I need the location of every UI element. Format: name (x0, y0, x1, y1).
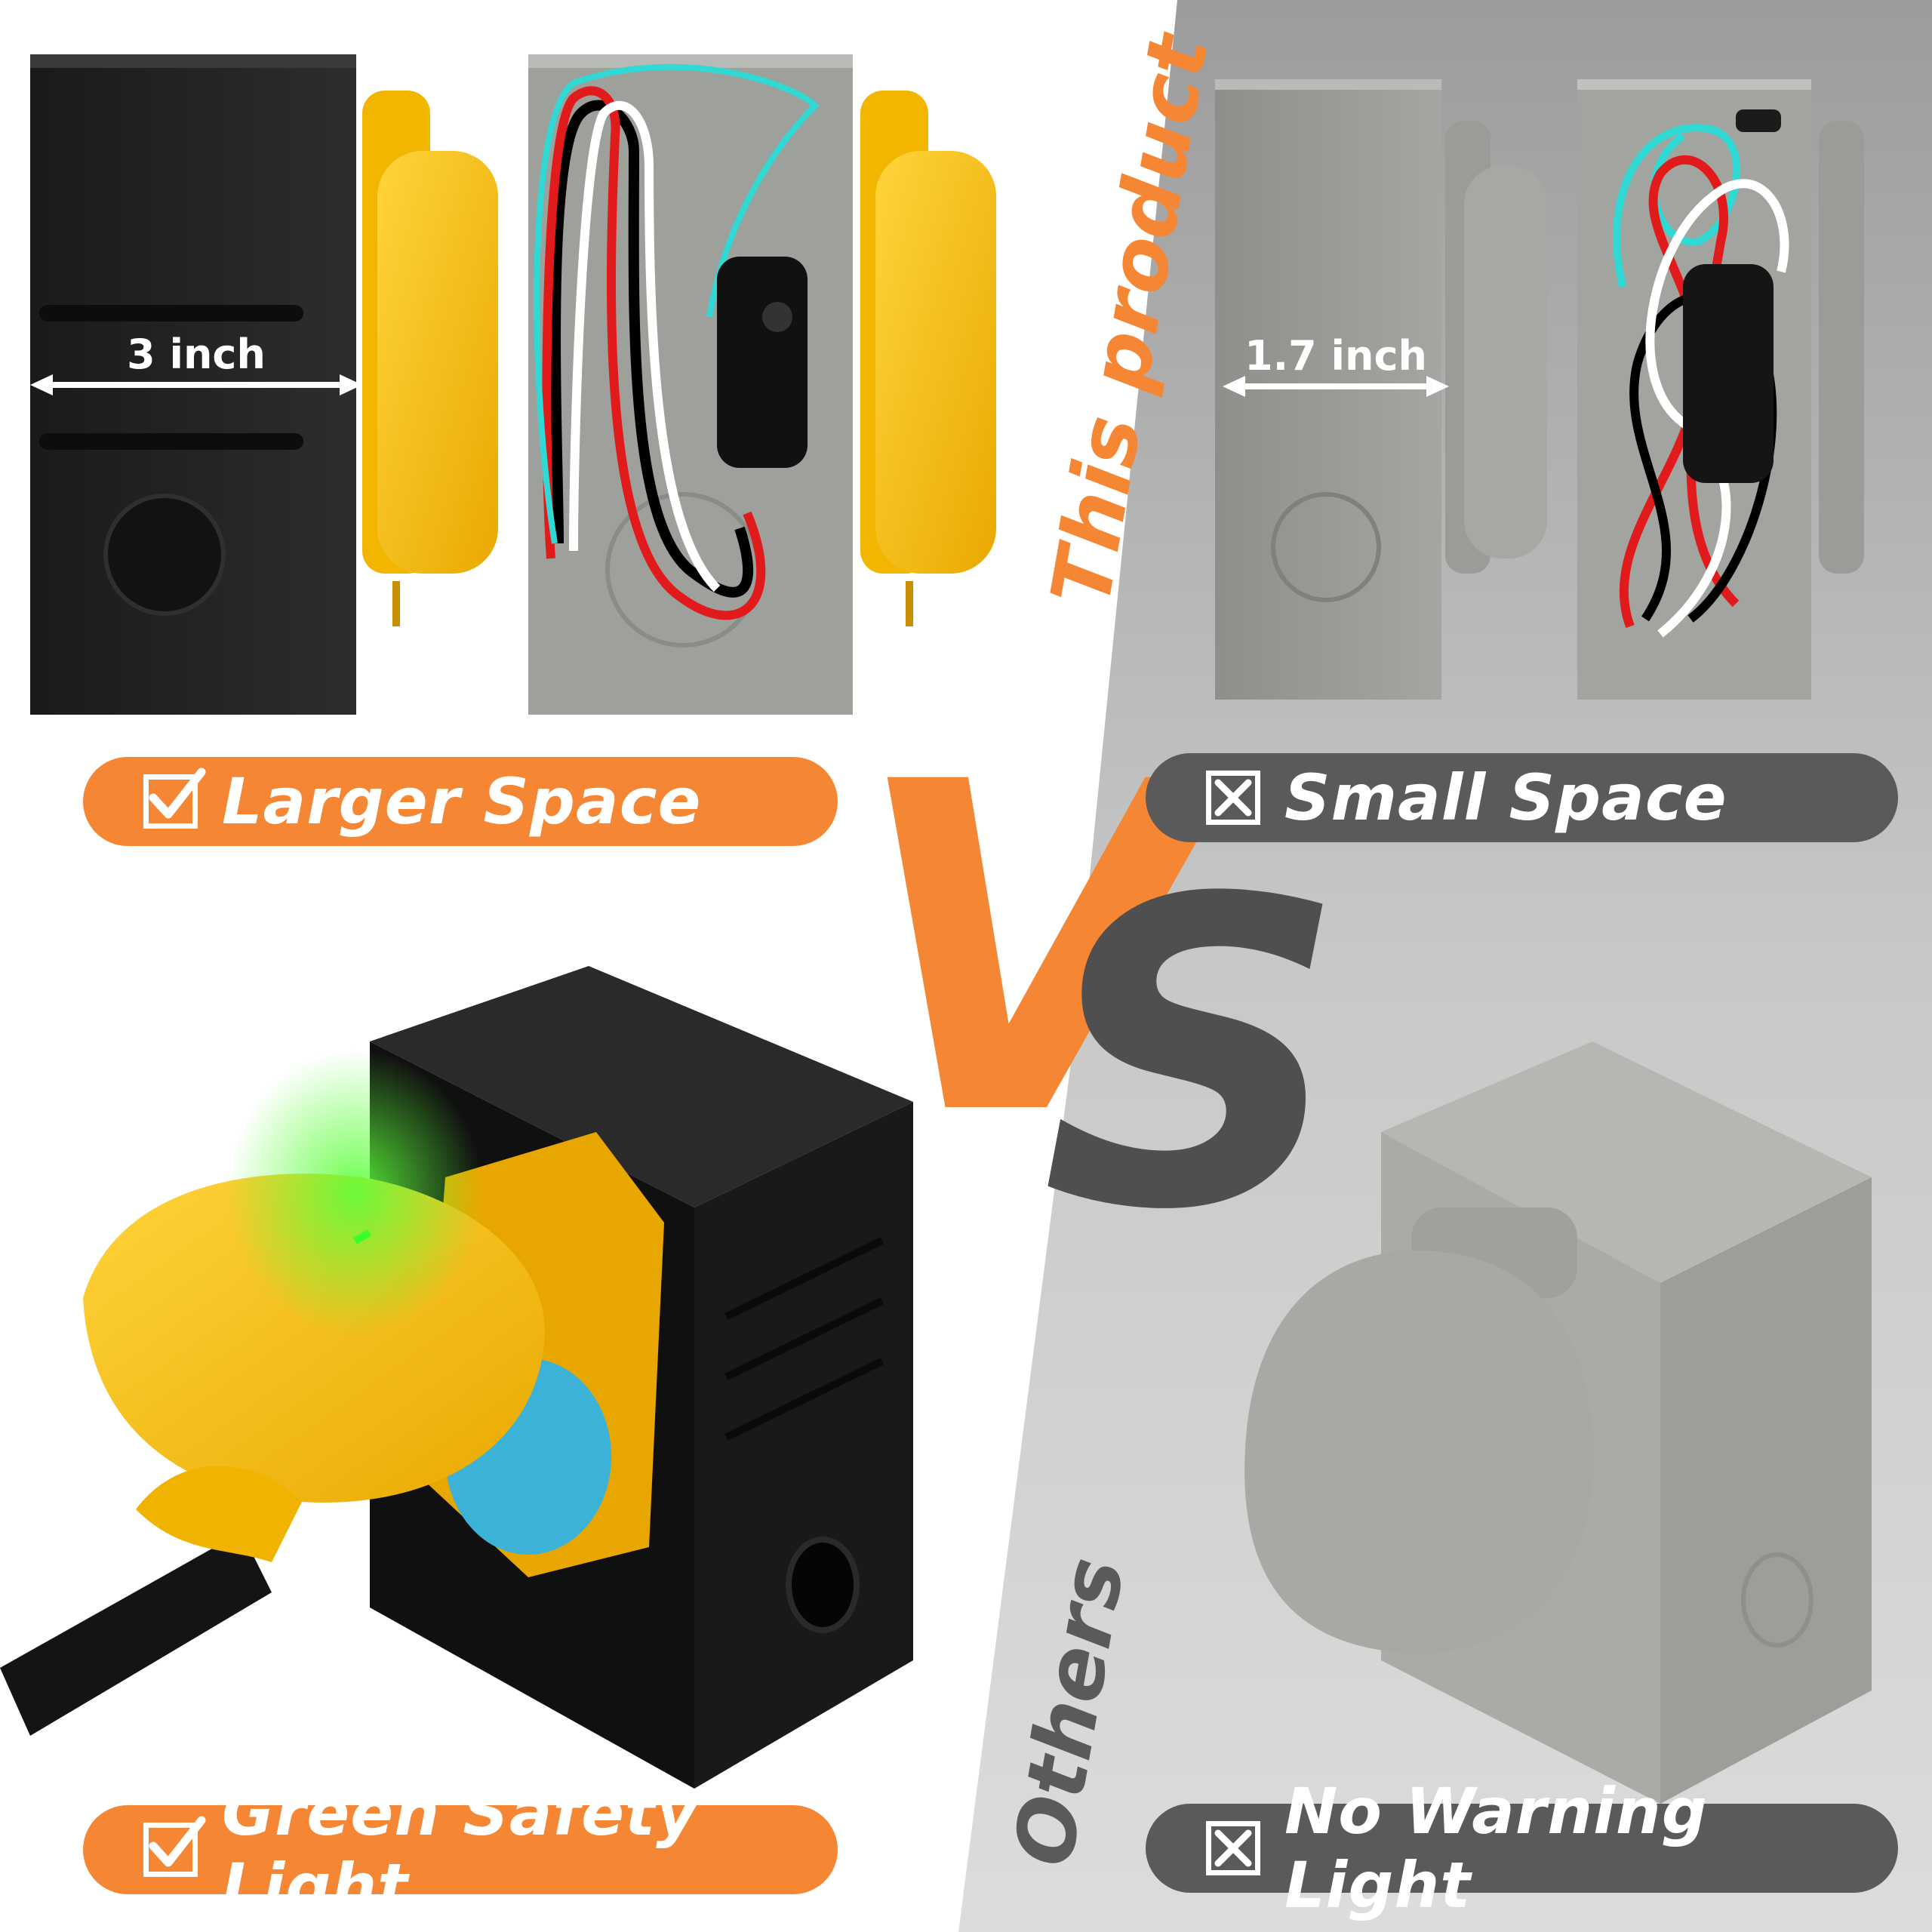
measurement-label-left: 3 inch (127, 331, 266, 378)
badge-small-space-text: Small Space (1284, 761, 1727, 835)
badge-green-safety-light: Green Safety Light (83, 1776, 838, 1924)
black-box-product-view (0, 966, 913, 1789)
check-box-icon (143, 1816, 206, 1877)
cross-box-icon (1206, 1821, 1260, 1875)
measurement-arrow-left (30, 374, 362, 395)
cross-box-icon (1206, 771, 1260, 825)
vs-v-letter: V (853, 687, 1204, 1214)
grey-box-cutaway-others (1577, 79, 1864, 700)
badge-no-warning-light: No Warning Light (1146, 1774, 1898, 1922)
badge-larger-space-text: Larger Space (222, 764, 702, 838)
measurement-arrow-right (1223, 376, 1449, 397)
check-box-icon (143, 768, 206, 829)
vs-s-letter: S (1041, 811, 1346, 1303)
badge-larger-space: Larger Space (83, 757, 838, 846)
measurement-label-right: 1.7 inch (1244, 332, 1427, 380)
badge-no-warning-light-text: No Warning Light (1284, 1774, 1708, 1922)
badge-small-space: Small Space (1146, 753, 1898, 842)
grey-box-cutaway-this-product (528, 54, 996, 715)
grey-box-product-view (1244, 1041, 1872, 1804)
badge-green-safety-light-text: Green Safety Light (222, 1776, 698, 1924)
